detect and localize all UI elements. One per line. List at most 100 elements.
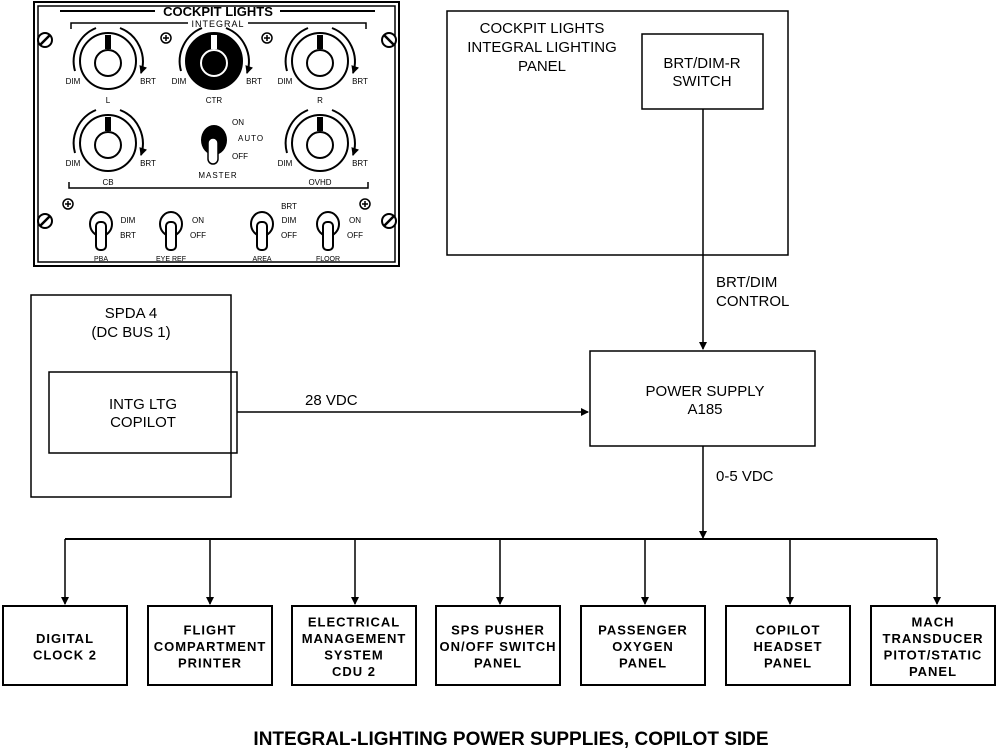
screw-icon [37, 213, 53, 229]
knob-ctr[interactable]: DIM BRT CTR [172, 27, 262, 105]
toggle-position-label: OFF [347, 231, 363, 240]
knob-max-label: BRT [352, 159, 368, 168]
load-label: PANEL [474, 656, 522, 671]
panel-title: COCKPIT LIGHTS [163, 4, 273, 19]
spda-block: SPDA 4 (DC BUS 1) [30, 294, 232, 498]
block-label: INTG LTG [109, 396, 177, 413]
knob-min-label: DIM [278, 159, 293, 168]
block-label: POWER SUPPLY [646, 383, 765, 400]
load-label: MANAGEMENT [302, 631, 407, 646]
block-label: INTEGRAL LIGHTING [467, 39, 616, 56]
knob-label: CB [102, 178, 113, 187]
load-label: COPILOT [756, 623, 821, 638]
load-label: HEADSET [753, 639, 822, 654]
block-label: PANEL [518, 58, 566, 75]
phillips-screw-icon [160, 32, 172, 44]
intg-ltg-copilot-block: INTG LTG COPILOT [48, 371, 238, 454]
screw-icon [381, 213, 397, 229]
toggle-position-label: DIM [282, 216, 297, 225]
screw-icon [381, 32, 397, 48]
toggle-floor[interactable]: FLOOR ON OFF [316, 211, 363, 263]
toggle-label: PBA [94, 256, 108, 263]
brt-dim-switch-block: BRT/DIM-R SWITCH [641, 33, 764, 110]
knob-l[interactable]: DIM BRT L [66, 27, 156, 105]
master-label: MASTER [198, 171, 237, 180]
phillips-screw-icon [359, 198, 371, 210]
panel-subtitle: INTEGRAL [191, 19, 244, 29]
toggle-pba[interactable]: PBA DIM BRT [89, 211, 136, 263]
toggle-position-label: ON [349, 216, 361, 225]
knob-label: OVHD [308, 178, 331, 187]
load-label: PANEL [909, 664, 957, 679]
knob-ovhd[interactable]: DIM BRT OVHD [278, 109, 368, 187]
load-label: SPS PUSHER [451, 623, 545, 638]
knob-label: L [106, 96, 111, 105]
control-label: CONTROL [716, 293, 789, 310]
load-label: CDU 2 [332, 664, 376, 679]
load-label: FLIGHT [184, 623, 237, 638]
load-label: TRANSDUCER [883, 631, 984, 646]
load-label: SYSTEM [324, 647, 383, 662]
knob-label: CTR [206, 96, 223, 105]
toggle-label: EYE REF [156, 256, 186, 263]
master-pos-auto: AUTO [238, 134, 264, 143]
load-label: ELECTRICAL [308, 614, 400, 629]
knob-cb[interactable]: DIM BRT CB [66, 109, 156, 187]
screw-icon [37, 32, 53, 48]
knob-min-label: DIM [66, 77, 81, 86]
toggle-position-label: OFF [281, 231, 297, 240]
block-label: COPILOT [110, 414, 176, 431]
28vdc-label: 28 VDC [305, 392, 358, 409]
toggle-position-label: BRT [281, 202, 297, 211]
load-label: PRINTER [178, 656, 242, 671]
load-label: MACH [912, 614, 955, 629]
block-label: BRT/DIM-R [663, 55, 740, 72]
knob-min-label: DIM [172, 77, 187, 86]
load-label: DIGITAL [36, 631, 94, 646]
toggle-position-label: DIM [121, 216, 136, 225]
load-label: PANEL [619, 656, 667, 671]
diagram-caption: INTEGRAL-LIGHTING POWER SUPPLIES, COPILO… [253, 729, 768, 750]
0-5vdc-label: 0-5 VDC [716, 468, 774, 485]
knob-min-label: DIM [66, 159, 81, 168]
load-label: COMPARTMENT [154, 639, 267, 654]
knob-max-label: BRT [140, 159, 156, 168]
toggle-label: FLOOR [316, 256, 340, 263]
phillips-screw-icon [62, 198, 74, 210]
toggle-position-label: BRT [120, 231, 136, 240]
block-label: (DC BUS 1) [91, 324, 170, 341]
block-label: SPDA 4 [105, 305, 158, 322]
integral-lighting-panel-block: COCKPIT LIGHTS INTEGRAL LIGHTING PANEL [446, 10, 789, 256]
knob-max-label: BRT [352, 77, 368, 86]
load-label: ON/OFF SWITCH [440, 639, 557, 654]
load-label: CLOCK 2 [33, 647, 97, 662]
master-pos-on: ON [232, 118, 244, 127]
toggle-position-label: ON [192, 216, 204, 225]
load-label: PANEL [764, 656, 812, 671]
load-label: PITOT/STATIC [884, 647, 983, 662]
cockpit-lights-panel: COCKPIT LIGHTS INTEGRAL DIM BRT L DIM BRT CTR… [33, 1, 400, 267]
block-label: SWITCH [672, 73, 731, 90]
phillips-screw-icon [261, 32, 273, 44]
toggle-eye-ref[interactable]: EYE REF ON OFF [156, 211, 206, 263]
block-label: COCKPIT LIGHTS [480, 20, 605, 37]
master-switch[interactable]: ON AUTO OFF MASTER [198, 118, 264, 180]
load-label: OXYGEN [612, 639, 674, 654]
knob-max-label: BRT [140, 77, 156, 86]
brt-dim-label: BRT/DIM [716, 274, 777, 291]
toggle-position-label: OFF [190, 231, 206, 240]
master-pos-off: OFF [232, 152, 248, 161]
block-label: A185 [687, 401, 722, 418]
knob-max-label: BRT [246, 77, 262, 86]
power-supply-block: POWER SUPPLY A185 [589, 350, 816, 447]
